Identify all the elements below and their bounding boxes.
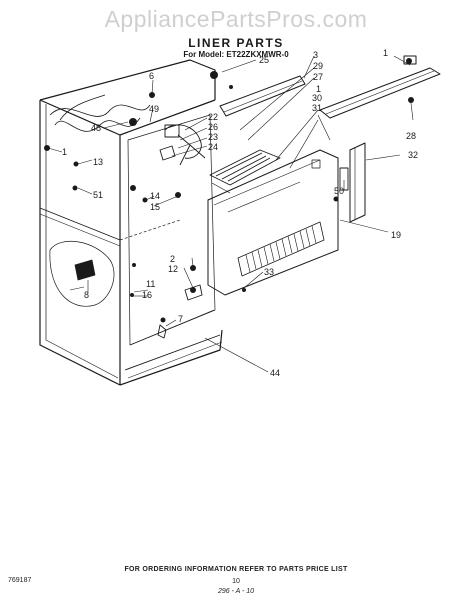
callout-label: 23: [208, 132, 218, 142]
callout-label: 49: [149, 104, 159, 114]
model-label: For Model: ET22ZKXMWR-0: [183, 50, 289, 59]
callout-label: 15: [150, 202, 160, 212]
callout-label: 50: [334, 186, 344, 196]
callout-label: 28: [406, 131, 416, 141]
callout-label: 1: [383, 48, 388, 58]
diagram-code: 296 - A - 10: [217, 588, 255, 595]
publication-number: 769187: [8, 577, 32, 584]
air-grille: [209, 149, 281, 194]
watermark: AppliancePartsPros.com: [104, 6, 368, 32]
callout-label: 14: [150, 191, 160, 201]
side-panel-detail: [49, 241, 115, 307]
callout-label: 1: [62, 147, 67, 157]
tubing: [49, 94, 151, 132]
callout-label: 32: [408, 150, 418, 160]
callout-label: 1: [316, 84, 321, 94]
small-bracket-7: [157, 324, 167, 339]
callout-label: 25: [259, 55, 269, 65]
page-number: 10: [232, 578, 240, 585]
callout-label: 12: [168, 264, 178, 274]
callout-label: 48: [91, 123, 101, 133]
callout-label: 13: [93, 157, 103, 167]
callout-label: 7: [178, 314, 183, 324]
callout-label: 8: [84, 290, 89, 300]
callout-label: 24: [208, 142, 218, 152]
callout-label: 27: [313, 72, 323, 82]
callout-label: 3: [313, 50, 318, 60]
hinge-hardware: [184, 284, 203, 301]
callout-label: 44: [270, 368, 280, 378]
callout-label: 16: [142, 290, 152, 300]
top-bar: [319, 55, 441, 119]
callout-label: 33: [264, 267, 274, 277]
callout-label: 51: [93, 190, 103, 200]
ordering-info: FOR ORDERING INFORMATION REFER TO PARTS …: [124, 566, 348, 573]
leader-lines: [47, 55, 414, 373]
page-title: LINER PARTS: [188, 36, 284, 50]
cabinet-outline: [39, 59, 223, 386]
callout-label: 11: [146, 279, 155, 289]
callout-label: 29: [313, 61, 323, 71]
callout-labels: 1 3 29 27 25 6 49 48 1 22 26 23 24 13 51…: [62, 48, 418, 378]
callout-label: 30: [312, 93, 322, 103]
side-trim: [349, 142, 366, 223]
callout-label: 19: [391, 230, 401, 240]
evaporator-cover: [207, 149, 339, 296]
fasteners: [44, 58, 414, 323]
callout-label: 2: [170, 254, 175, 264]
callout-label: 22: [208, 112, 218, 122]
callout-label: 26: [208, 122, 218, 132]
callout-label: 31: [312, 103, 322, 113]
fan-assembly: [159, 124, 206, 166]
callout-label: 6: [149, 71, 154, 81]
upper-rail: [219, 75, 306, 117]
